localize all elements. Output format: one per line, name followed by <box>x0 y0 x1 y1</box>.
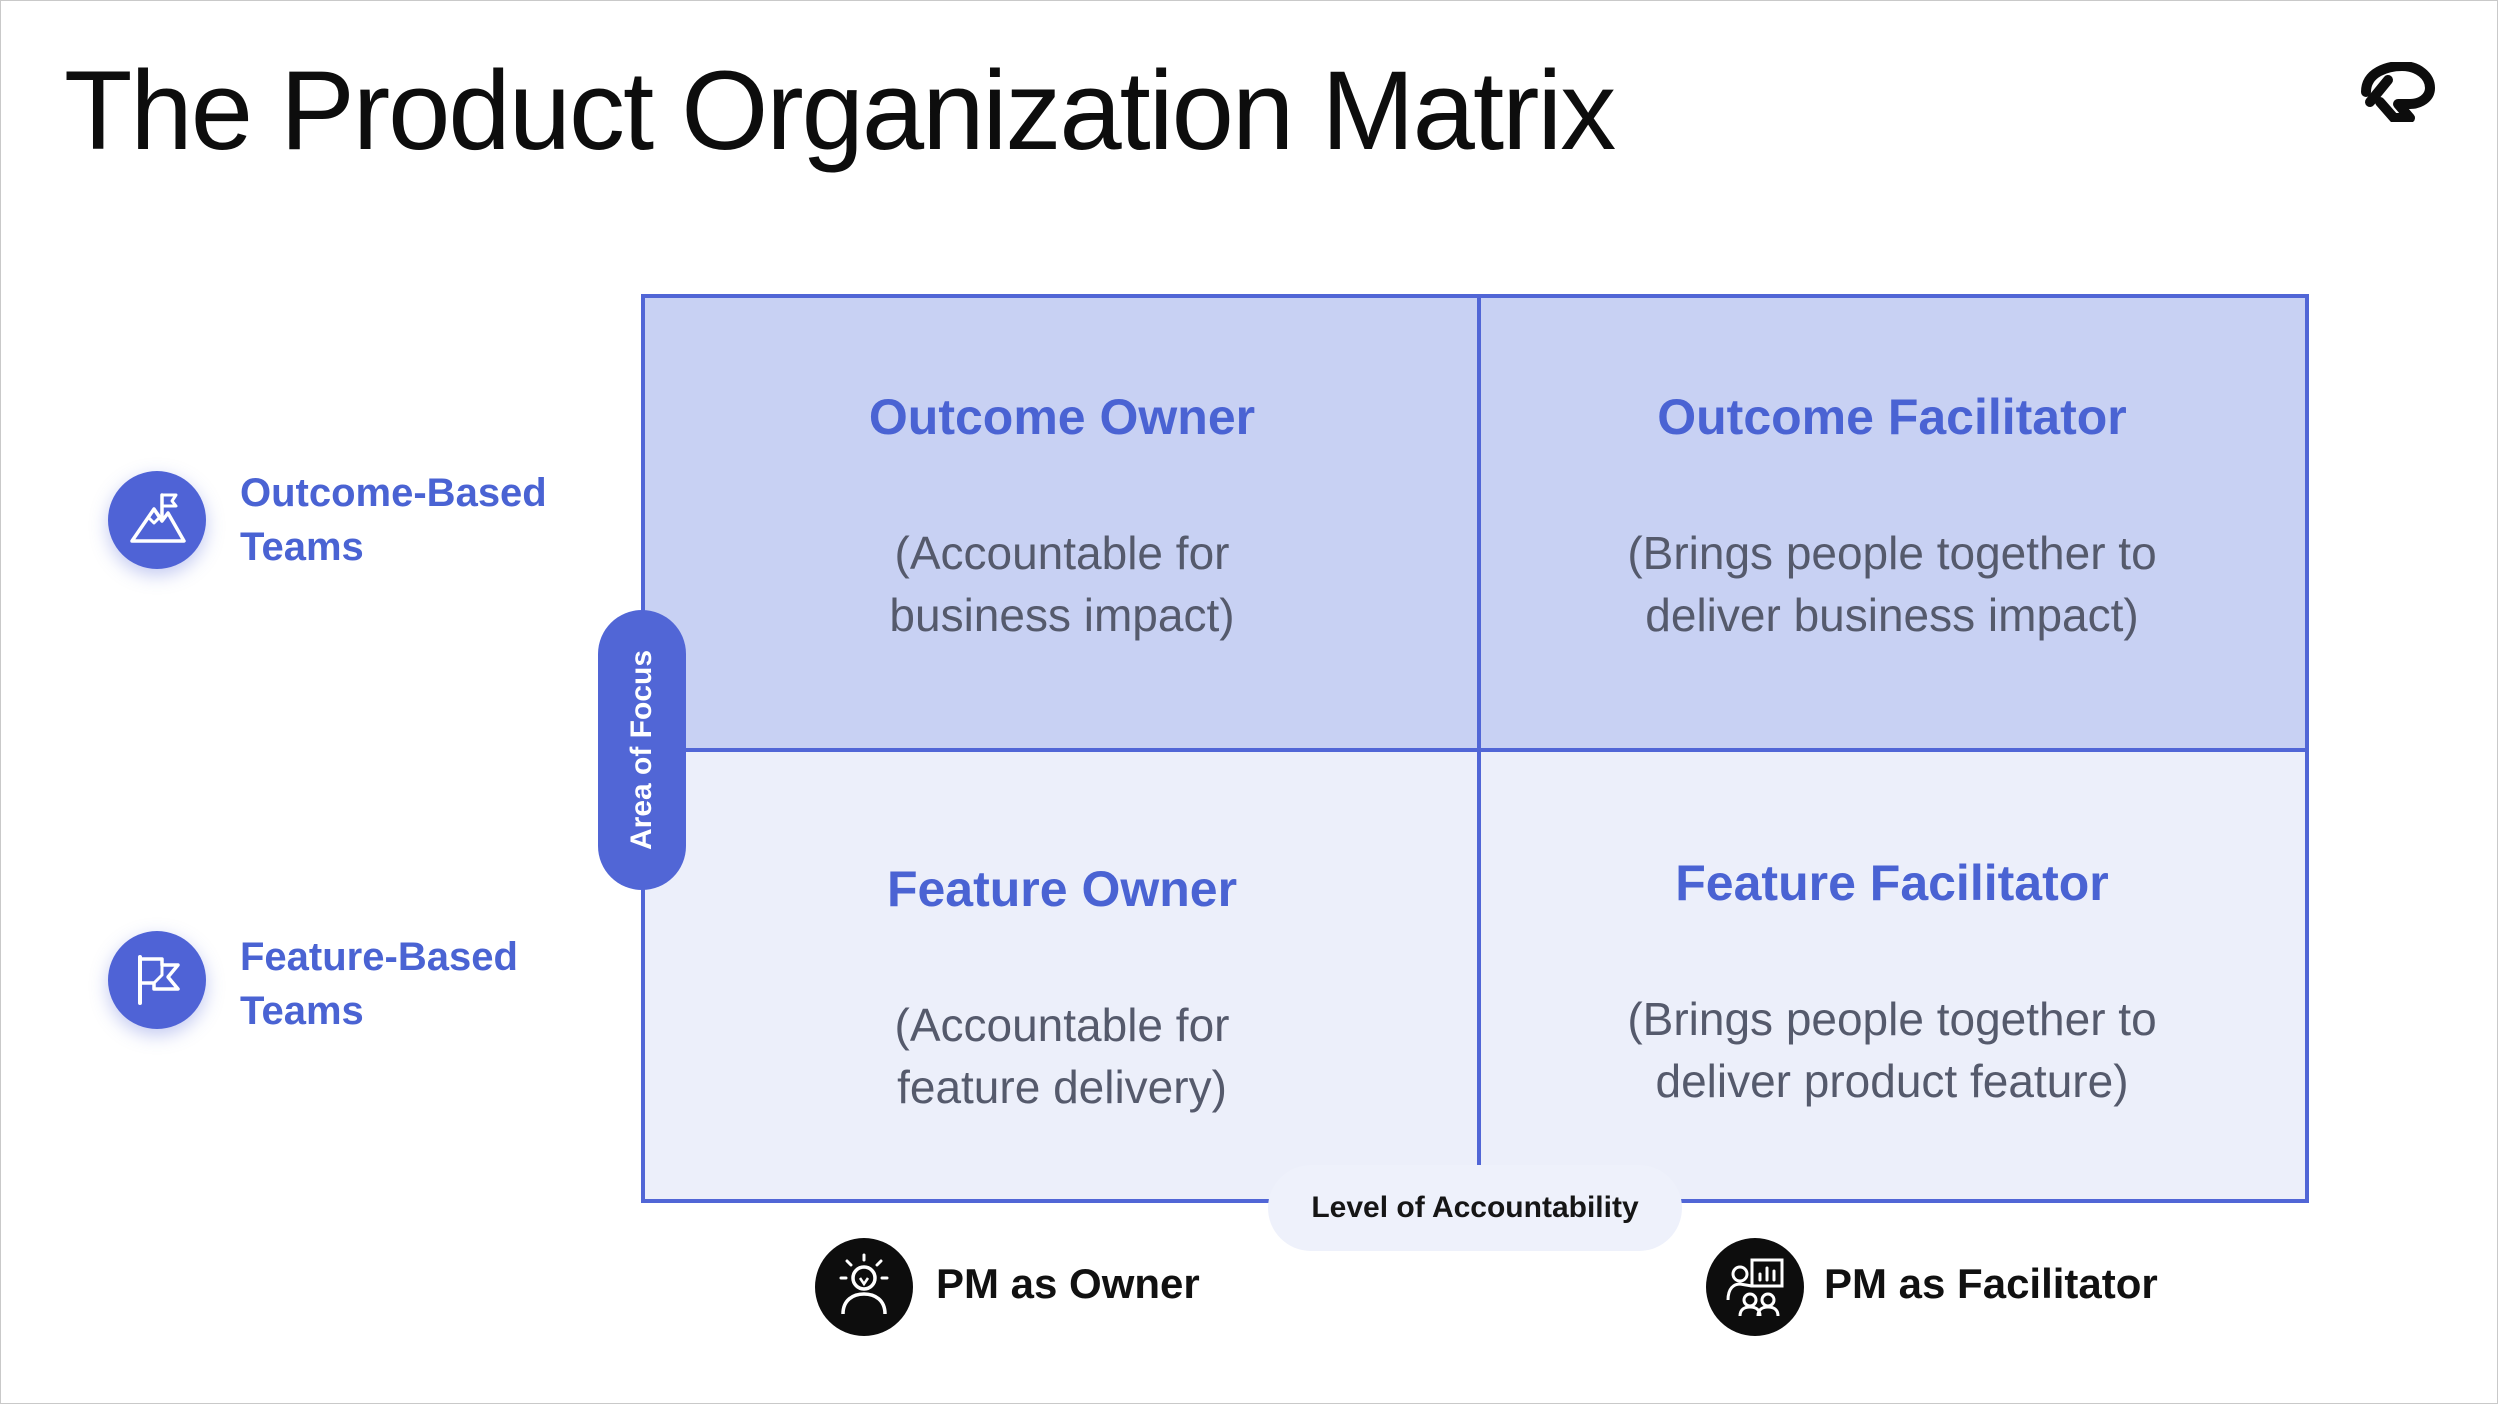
row-label-feature-based-teams: Feature-Based Teams <box>240 935 518 1033</box>
person-idea-icon <box>815 1238 913 1336</box>
presenter-chart-icon <box>1706 1238 1804 1336</box>
quadrant-title: Feature Facilitator <box>1675 855 2109 911</box>
level-of-accountability-axis-label: Level of Accountability <box>1268 1165 1682 1251</box>
quadrant-outcome-facilitator: Outcome Facilitator (Brings people toget… <box>1479 298 2305 750</box>
quadrant-feature-owner: Feature Owner (Accountable for feature d… <box>645 750 1479 1199</box>
quadrant-feature-facilitator: Feature Facilitator (Brings people toget… <box>1479 750 2305 1199</box>
row-label-outcome-based-teams: Outcome-Based Teams <box>240 471 547 569</box>
axis-label-text: Area of Focus <box>625 649 658 851</box>
column-label-pm-as-owner: PM as Owner <box>936 1260 1200 1307</box>
area-of-focus-axis-label: Area of Focus <box>598 610 686 890</box>
quadrant-title: Outcome Owner <box>868 389 1256 445</box>
quadrant-title: Outcome Facilitator <box>1657 389 2127 445</box>
column-label-pm-as-facilitator: PM as Facilitator <box>1824 1260 2158 1307</box>
quadrant-description: (Accountable for feature delivery) <box>894 999 1230 1113</box>
matrix-grid: Outcome Owner (Accountable for business … <box>641 294 2309 1203</box>
mountain-flag-icon <box>108 471 206 569</box>
horizontal-divider <box>645 748 2305 752</box>
brand-logo-icon <box>2361 62 2435 122</box>
quadrant-title: Feature Owner <box>886 861 1238 917</box>
quadrant-description: (Brings people together to deliver produ… <box>1627 993 2157 1107</box>
quadrant-outcome-owner: Outcome Owner (Accountable for business … <box>645 298 1479 750</box>
page-title: The Product Organization Matrix <box>64 48 1616 173</box>
quadrant-description: (Brings people together to deliver busin… <box>1627 527 2157 641</box>
flag-icon <box>108 931 206 1029</box>
quadrant-description: (Accountable for business impact) <box>889 527 1235 641</box>
